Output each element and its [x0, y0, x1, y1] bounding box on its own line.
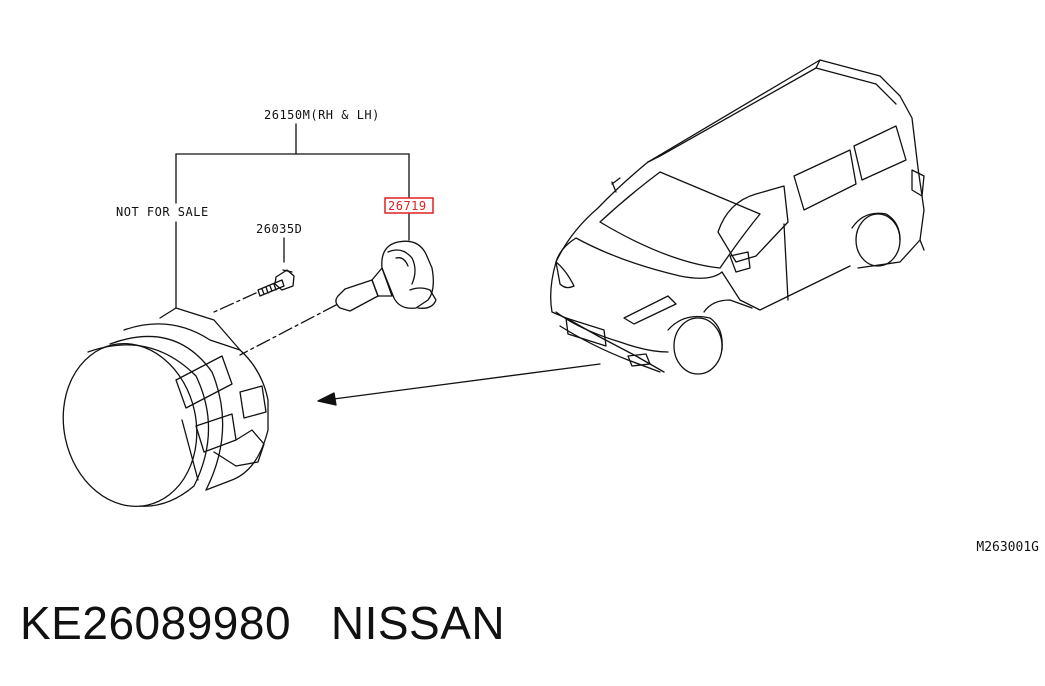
part-number: KE26089980 [20, 597, 292, 649]
not-for-sale-label: NOT FOR SALE [116, 205, 209, 219]
screw-label: 26035D [256, 222, 302, 236]
footer-caption: KE26089980 NISSAN [20, 596, 505, 650]
assembly-bracket [175, 123, 410, 309]
van-illustration [550, 59, 925, 375]
bulb-label-highlight [384, 197, 434, 214]
screw-part [257, 269, 295, 297]
figure-code: M263001G [976, 540, 1039, 555]
fog-lamp-part [62, 307, 269, 508]
bulb-part [335, 240, 437, 312]
bulb-label: 26719 [388, 199, 427, 213]
assembly-guides [213, 292, 337, 356]
pointer-arrow [317, 363, 601, 406]
assembly-label: 26150M(RH & LH) [264, 108, 380, 122]
brand-name: NISSAN [330, 597, 506, 649]
